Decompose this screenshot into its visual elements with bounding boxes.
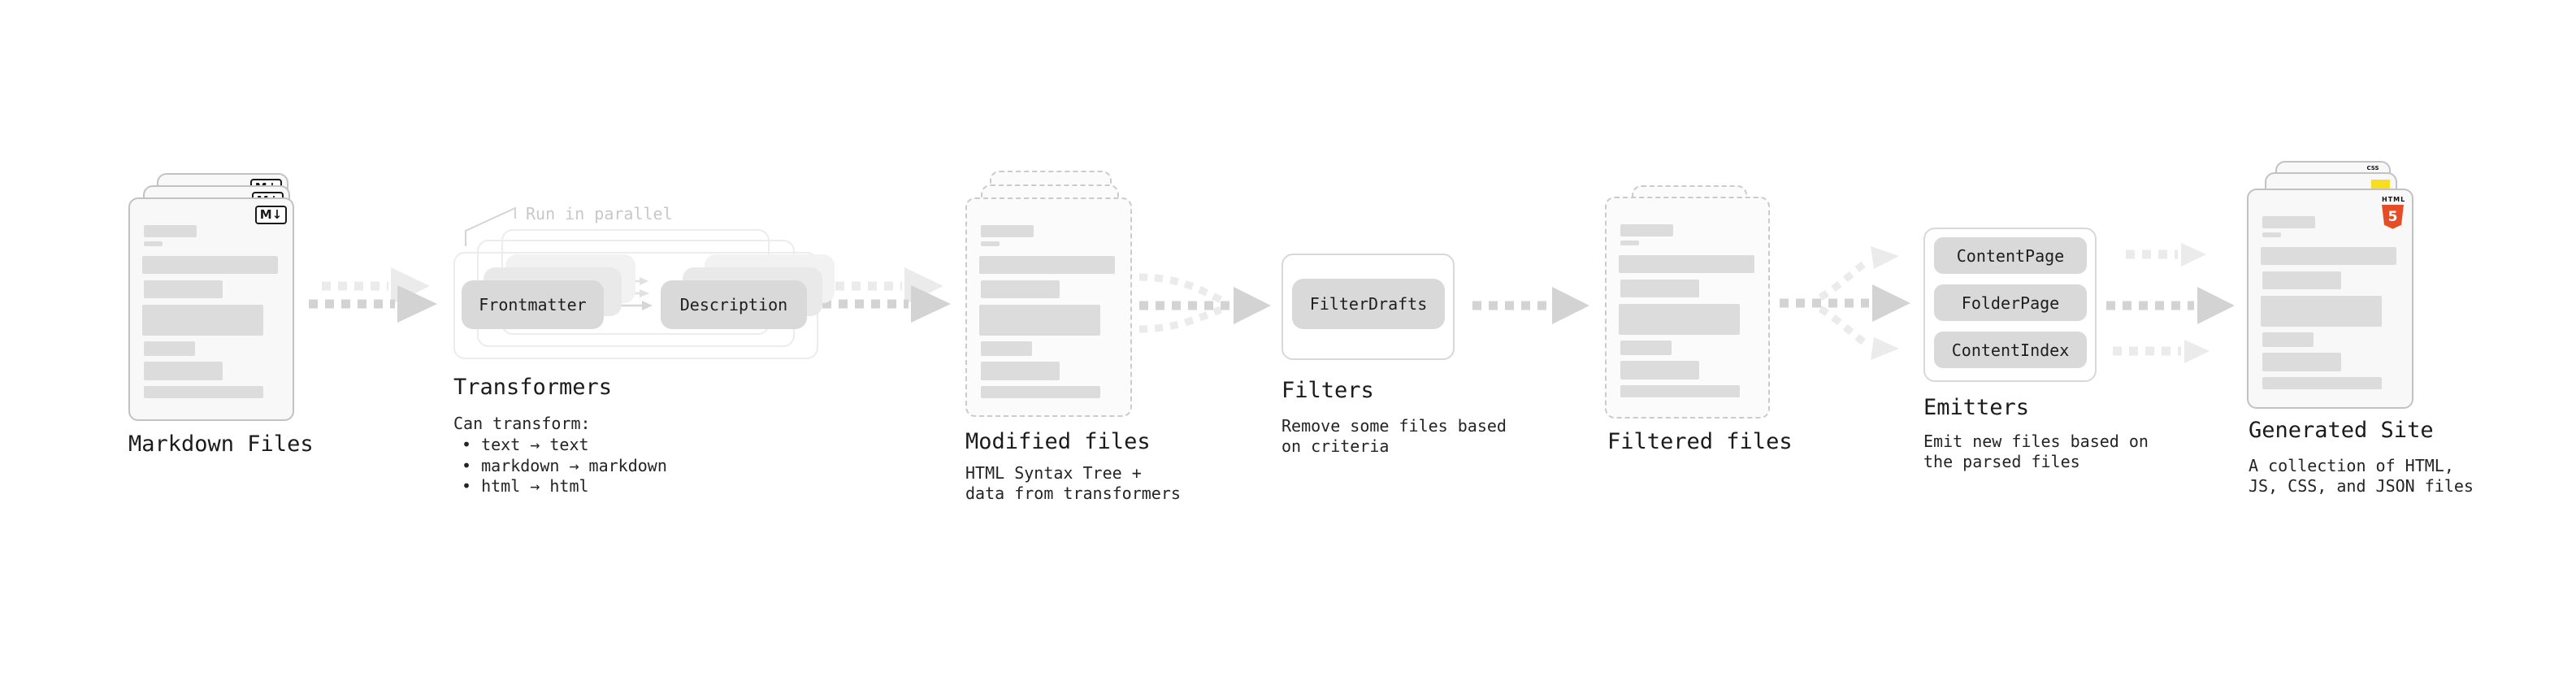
arrow-filtered-to-emitters <box>1780 246 1910 360</box>
bullet-item: • markdown → markdown <box>462 455 667 475</box>
skeleton-text-bar <box>1619 255 1754 273</box>
emitters-title: Emitters <box>1923 395 2030 420</box>
skeleton-text-bar <box>1620 340 1672 355</box>
skeleton-text-bar <box>1620 385 1740 397</box>
markdown-files-label: Markdown Files <box>128 432 314 457</box>
skeleton-text-bar <box>981 241 1000 246</box>
contentindex-pill: ContentIndex <box>1934 332 2087 368</box>
emitters-caption: Emit new files based on the parsed files <box>1923 432 2149 472</box>
transformers-title: Transformers <box>453 375 613 400</box>
skeleton-text-bar <box>2261 247 2396 265</box>
skeleton-text-bar <box>981 386 1100 398</box>
caption-line: A collection of HTML, <box>2249 456 2454 475</box>
html5-icon-shield: 5 <box>2382 204 2404 229</box>
arrows-emitters-to-generated <box>2106 243 2235 363</box>
transformers-caption-heading: Can transform: <box>453 414 591 433</box>
skeleton-text-bar <box>1619 304 1740 335</box>
skeleton-text-bar <box>2262 216 2315 228</box>
skeleton-text-bar <box>2262 332 2314 347</box>
html5-icon: HTML 5 <box>2382 196 2406 229</box>
skeleton-text-bar <box>981 280 1060 298</box>
skeleton-text-bar <box>1620 241 1639 245</box>
arrow-filters-to-filtered <box>1472 287 1589 324</box>
skeleton-text-bar <box>2262 271 2341 289</box>
css-icon-text: CSS <box>2366 165 2379 171</box>
filters-title: Filters <box>1281 378 1374 403</box>
arrow-transformers-to-modified <box>822 267 951 323</box>
skeleton-text-bar <box>142 256 278 274</box>
skeleton-text-bar <box>981 341 1032 356</box>
skeleton-text-bar <box>979 305 1100 336</box>
skeleton-text-bar <box>144 241 163 246</box>
modified-file-card-front <box>965 197 1132 417</box>
frontmatter-pill: Frontmatter <box>462 280 604 329</box>
description-pill: Description <box>661 280 807 329</box>
contentpage-pill: ContentPage <box>1934 237 2087 274</box>
caption-line: on criteria <box>1281 436 1390 456</box>
skeleton-text-bar <box>2261 296 2382 327</box>
caption-line: JS, CSS, and JSON files <box>2249 476 2474 496</box>
caption-line: HTML Syntax Tree + <box>965 463 1142 483</box>
skeleton-text-bar <box>144 341 195 356</box>
skeleton-text-bar <box>2262 353 2341 371</box>
skeleton-text-bar <box>142 305 263 336</box>
folderpage-pill: FolderPage <box>1934 284 2087 321</box>
caption-line: data from transformers <box>965 484 1181 503</box>
markdown-icon: M↓ <box>255 206 287 224</box>
filtered-file-card-front <box>1605 197 1770 419</box>
javascript-icon <box>2371 180 2390 191</box>
modified-files-caption: HTML Syntax Tree + data from transformer… <box>965 463 1181 504</box>
skeleton-text-bar <box>144 362 223 380</box>
run-in-parallel-label: Run in parallel <box>526 204 673 223</box>
arrow-markdown-to-transformers <box>309 267 437 323</box>
arrow-modified-to-filters <box>1138 273 1271 333</box>
skeleton-text-bar <box>2262 377 2382 389</box>
caption-line: Emit new files based on <box>1923 432 2149 451</box>
html5-icon-text: HTML <box>2382 196 2406 203</box>
filterdrafts-pill: FilterDrafts <box>1292 279 1445 329</box>
caption-line: Remove some files based <box>1281 416 1507 436</box>
bullet-item: • text → text <box>462 435 589 454</box>
skeleton-text-bar <box>1620 224 1673 236</box>
skeleton-text-bar <box>1620 361 1699 380</box>
caption-line: the parsed files <box>1923 452 2080 471</box>
markdown-file-card-front: M↓ <box>128 197 294 421</box>
skeleton-text-bar <box>144 280 223 298</box>
filters-caption: Remove some files based on criteria <box>1281 416 1507 457</box>
skeleton-text-bar <box>981 362 1060 380</box>
skeleton-text-bar <box>144 225 197 237</box>
generated-html-file-card: HTML 5 <box>2247 189 2413 409</box>
skeleton-text-bar <box>979 256 1115 274</box>
generated-site-caption: A collection of HTML, JS, CSS, and JSON … <box>2249 456 2474 497</box>
skeleton-text-bar <box>2262 232 2281 237</box>
bullet-item: • html → html <box>462 476 589 496</box>
modified-files-title: Modified files <box>965 429 1151 454</box>
transformers-bullet-list: • text → text • markdown → markdown • ht… <box>462 435 667 497</box>
filtered-files-title: Filtered files <box>1607 429 1793 454</box>
skeleton-text-bar <box>1620 280 1699 297</box>
skeleton-text-bar <box>144 386 263 398</box>
generated-site-title: Generated Site <box>2249 418 2434 443</box>
skeleton-text-bar <box>981 225 1034 237</box>
